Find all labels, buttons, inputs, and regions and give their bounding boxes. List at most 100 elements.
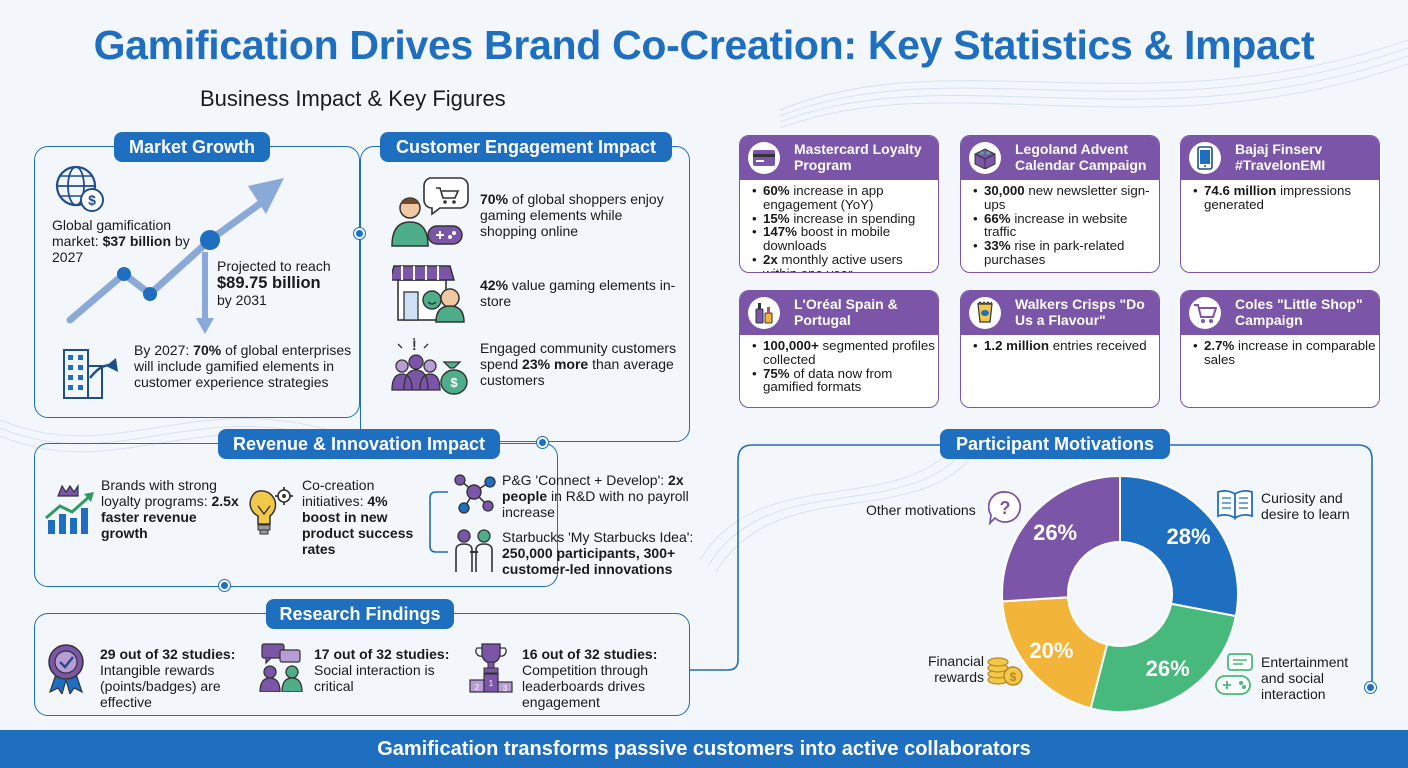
case-bullet: 33% rise in park-related purchases [973, 239, 1159, 267]
case-bullets: 30,000 new newsletter sign-ups 66% incre… [973, 184, 1159, 267]
social-chat-icon [259, 643, 303, 692]
case-card-header: Coles "Little Shop" Campaign [1181, 291, 1379, 335]
case-title: L'Oréal Spain & Portugal [794, 296, 898, 328]
trophy-podium-icon: 2 1 3 [469, 643, 513, 693]
revenue-heading: Revenue & Innovation Impact [218, 429, 500, 459]
growth-trend-arrow [66, 178, 284, 334]
case-bullet: 60% increase in app engagement (YoY) [752, 184, 938, 212]
question-bubble-icon: ? [988, 491, 1022, 526]
connector-dot [1365, 682, 1376, 693]
engagement-stat-instore: 42% value gaming elements in-store [480, 277, 676, 309]
market-growth-heading: Market Growth [114, 132, 270, 162]
case-card-header: Bajaj Finserv #TravelonEMI [1181, 136, 1379, 180]
research-finding-competition: 16 out of 32 studies:Competition through… [522, 646, 658, 710]
phone-icon [1189, 142, 1221, 174]
crown-growth-chart-icon [45, 484, 94, 534]
page-title: Gamification Drives Brand Co-Creation: K… [93, 22, 1315, 68]
projection-stat: Projected to reach $89.75 billion by 203… [217, 258, 331, 308]
svg-text:$: $ [88, 192, 96, 208]
case-card-header: Mastercard Loyalty Program [740, 136, 938, 180]
revenue-stat-pg: P&G 'Connect + Develop': 2x people in R&… [502, 472, 689, 520]
svg-text:1: 1 [489, 679, 494, 688]
case-title: Legoland Advent Calendar Campaign [1015, 141, 1147, 173]
motivations-heading: Participant Motivations [940, 429, 1170, 459]
svg-text:?: ? [1000, 498, 1011, 518]
case-bullets: 60% increase in app engagement (YoY) 15%… [752, 184, 938, 272]
case-card-header: L'Oréal Spain & Portugal [740, 291, 938, 335]
case-card-mastercard: Mastercard Loyalty Program 60% increase … [739, 135, 939, 273]
svg-text:$: $ [450, 375, 458, 390]
engagement-stat-online: 70% of global shoppers enjoy gaming elem… [480, 191, 664, 239]
svg-text:$: $ [1010, 670, 1017, 684]
connector-dot [219, 580, 230, 591]
shopping-cart-icon [1189, 297, 1221, 329]
research-finding-rewards: 29 out of 32 studies:Intangible rewards … [100, 646, 236, 710]
donut-slice-curiosity [1119, 474, 1239, 618]
enterprise-adoption-stat: By 2027: 70% of global enterprises will … [134, 342, 352, 390]
case-title: Mastercard Loyalty Program [794, 141, 922, 173]
slice-label-entertainment: 26% [1145, 656, 1190, 682]
community-money-icon: ! $ [391, 337, 468, 395]
case-card-header: Legoland Advent Calendar Campaign [961, 136, 1159, 180]
case-bullet: 2.7% increase in comparable sales [1193, 339, 1379, 367]
market-size-stat: Global gamification market: $37 billion … [52, 217, 190, 265]
connector-dot [354, 228, 365, 239]
motivations-donut-chart [1001, 474, 1239, 713]
page-subtitle: Business Impact & Key Figures [200, 86, 506, 111]
case-bullet: 100,000+ segmented profiles collected [752, 339, 938, 367]
case-title: Bajaj Finserv #TravelonEMI [1235, 141, 1326, 173]
shopper-gaming-icon [391, 177, 469, 247]
case-bullet: 66% increase in website traffic [973, 211, 1159, 240]
storefront-icon [392, 265, 465, 323]
open-book-icon [1217, 489, 1253, 520]
lightbulb-gear-icon [249, 487, 293, 535]
engagement-stat-spend: Engaged community customers spend 23% mo… [480, 340, 677, 388]
slice-label-curiosity: 28% [1166, 524, 1211, 550]
engagement-heading: Customer Engagement Impact [380, 132, 672, 162]
credit-card-icon [748, 142, 780, 174]
case-bullet: 75% of data now from gamified formats [752, 366, 938, 395]
crisps-bag-icon [969, 297, 1001, 329]
slice-label-other: 26% [1033, 520, 1078, 546]
case-title: Walkers Crisps "Do Us a Flavour" [1015, 296, 1145, 328]
case-bullet: 1.2 million entries received [973, 339, 1159, 353]
case-bullet: 2x monthly active users within one year [752, 253, 938, 272]
case-bullet: 74.6 million impressions generated [1193, 184, 1379, 212]
cosmetics-icon [748, 297, 780, 329]
case-bullets: 1.2 million entries received [973, 339, 1159, 353]
case-card-walkers: Walkers Crisps "Do Us a Flavour" 1.2 mil… [960, 290, 1160, 408]
connector-dot [537, 437, 548, 448]
case-card-header: Walkers Crisps "Do Us a Flavour" [961, 291, 1159, 335]
case-bullet: 30,000 new newsletter sign-ups [973, 184, 1159, 212]
medal-badge-icon [48, 644, 84, 694]
building-growth-icon [63, 349, 118, 399]
case-title: Coles "Little Shop" Campaign [1235, 296, 1363, 328]
research-finding-social: 17 out of 32 studies:Social interaction … [314, 646, 450, 694]
case-bullets: 74.6 million impressions generated [1193, 184, 1379, 212]
case-bullets: 2.7% increase in comparable sales [1193, 339, 1379, 367]
revenue-stat-cocreation: Co-creation initiatives: 4% boost in new… [302, 477, 414, 557]
donut-slice-financial [1001, 596, 1109, 710]
network-nodes-icon [454, 474, 496, 514]
case-bullets: 100,000+ segmented profiles collected 75… [752, 339, 938, 394]
case-card-coles: Coles "Little Shop" Campaign 2.7% increa… [1180, 290, 1380, 408]
legend-other: Other motivations [866, 502, 976, 518]
svg-text:!: ! [412, 337, 417, 353]
donut-slice-other [1001, 474, 1121, 603]
svg-text:3: 3 [503, 684, 508, 693]
legend-financial: Financial rewards [927, 653, 984, 685]
legend-curiosity: Curiosity and desire to learn [1261, 490, 1350, 522]
case-bullet: 147% boost in mobile downloads [752, 225, 938, 253]
revenue-stat-starbucks: Starbucks 'My Starbucks Idea': 250,000 p… [502, 529, 694, 577]
svg-text:2: 2 [475, 683, 480, 692]
chat-gamepad-icon [1215, 653, 1253, 695]
coin-stack-icon: $ [987, 657, 1023, 686]
two-people-icon [455, 529, 493, 572]
donut-slice-entertainment [1089, 602, 1238, 713]
bracket-connector [429, 491, 448, 553]
legend-entertainment: Entertainment and social interaction [1261, 654, 1349, 702]
globe-dollar-icon: $ [55, 165, 104, 212]
case-card-loreal: L'Oréal Spain & Portugal 100,000+ segmen… [739, 290, 939, 408]
revenue-stat-loyalty: Brands with strong loyalty programs: 2.5… [101, 477, 239, 541]
